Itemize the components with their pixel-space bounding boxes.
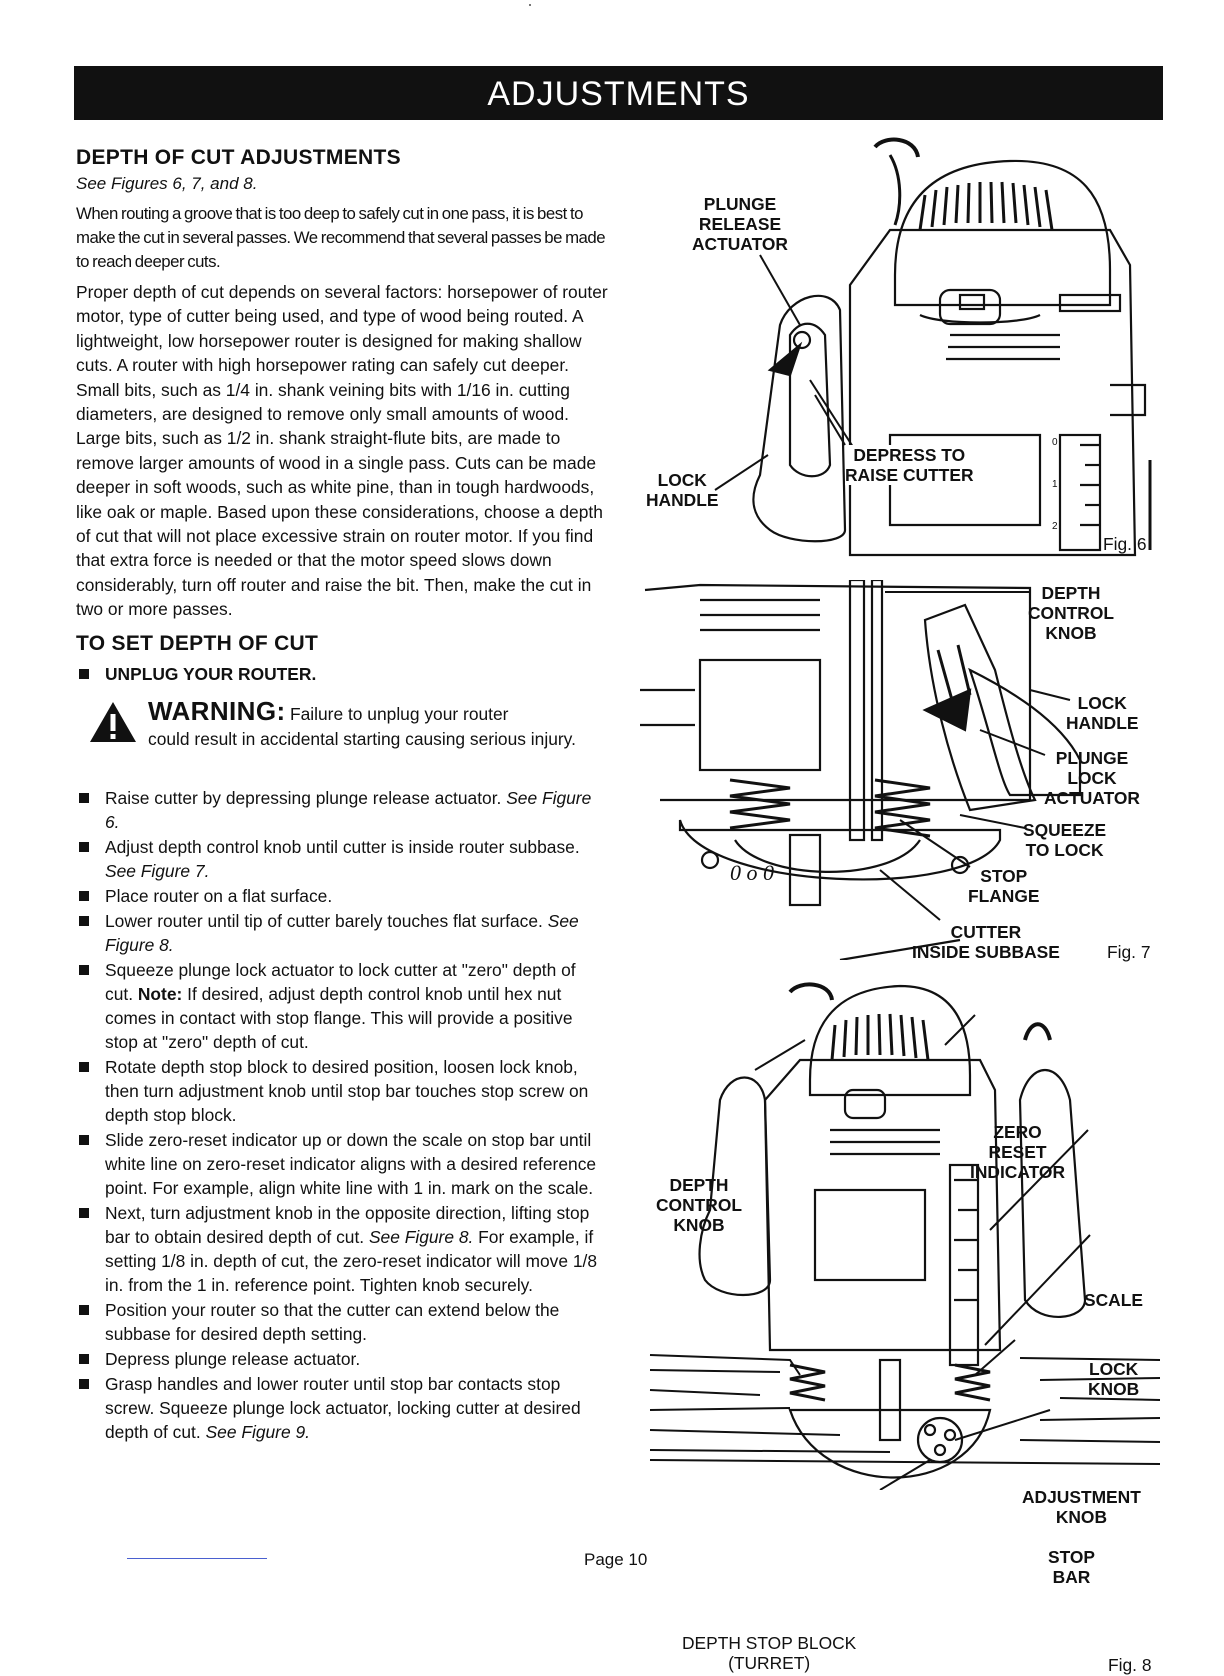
fig8-label-depth-stop-block: DEPTH STOP BLOCK (TURRET) bbox=[682, 1633, 857, 1673]
figures-reference: See Figures 6, 7, and 8. bbox=[76, 174, 258, 193]
fig7-label-lock-handle: LOCK HANDLE bbox=[1066, 693, 1139, 733]
fig8-router-drawing bbox=[649, 982, 1161, 1490]
unplug-text: UNPLUG YOUR ROUTER. bbox=[105, 663, 317, 684]
fig6-router-drawing bbox=[714, 137, 1152, 557]
fig6-scale-mark-0: 0 bbox=[1052, 437, 1058, 448]
list-item: Rotate depth stop block to desired posit… bbox=[76, 1055, 608, 1127]
fig8-label-scale: SCALE bbox=[1084, 1290, 1143, 1310]
fig7-router-drawing: 0 o 0 bbox=[640, 580, 1082, 960]
list-item: Raise cutter by depressing plunge releas… bbox=[76, 786, 608, 834]
list-item: Squeeze plunge lock actuator to lock cut… bbox=[76, 958, 608, 1054]
set-depth-heading: TO SET DEPTH OF CUT bbox=[76, 631, 319, 655]
depth-of-cut-heading: DEPTH OF CUT ADJUSTMENTS bbox=[76, 146, 401, 169]
fig8-label-depth-control-knob: DEPTH CONTROL KNOB bbox=[656, 1175, 742, 1235]
footer-rule bbox=[127, 1558, 267, 1559]
list-item: Place router on a flat surface. bbox=[76, 884, 608, 908]
fig7-label-squeeze-to-lock: SQUEEZE TO LOCK bbox=[1023, 820, 1107, 860]
fig6-label-depress-to-raise: DEPRESS TO RAISE CUTTER bbox=[845, 445, 974, 485]
steps-list: Raise cutter by depressing plunge releas… bbox=[76, 786, 608, 1444]
fig7-label-stop-flange: STOP FLANGE bbox=[968, 866, 1040, 906]
fig7-label-plunge-lock-actuator: PLUNGE LOCK ACTUATOR bbox=[1044, 748, 1140, 808]
fig8-label-adjustment-knob: ADJUSTMENT KNOB bbox=[1022, 1487, 1141, 1527]
section-banner: ADJUSTMENTS bbox=[74, 66, 1163, 120]
fig7-label-cutter-inside-subbase: CUTTER INSIDE SUBBASE bbox=[912, 922, 1060, 962]
svg-text:0 o 0: 0 o 0 bbox=[730, 860, 774, 885]
instructions-column: DEPTH OF CUT ADJUSTMENTS See Figures 6, … bbox=[76, 146, 608, 1445]
list-item: Slide zero-reset indicator up or down th… bbox=[76, 1128, 608, 1200]
fig6-scale-mark-1: 1 bbox=[1052, 479, 1058, 490]
intro-paragraph: When routing a groove that is too deep t… bbox=[76, 204, 606, 271]
fig6-scale-mark-2: 2 bbox=[1052, 521, 1058, 532]
bullet-square bbox=[79, 668, 89, 679]
warning-callout: WARNING: Failure to unplug your router c… bbox=[76, 696, 608, 772]
fig8-label-lock-knob: LOCK KNOB bbox=[1088, 1359, 1140, 1399]
list-item: Depress plunge release actuator. bbox=[76, 1347, 608, 1371]
list-item: Lower router until tip of cutter barely … bbox=[76, 909, 608, 957]
warning-text-line1: Failure to unplug your router bbox=[289, 703, 509, 724]
fig8-label-stop-bar: STOP BAR bbox=[1048, 1547, 1096, 1587]
warning-label: WARNING: bbox=[148, 695, 286, 726]
fig6-label-lock-handle: LOCK HANDLE bbox=[646, 470, 719, 510]
list-item: Adjust depth control knob until cutter i… bbox=[76, 835, 608, 883]
warning-triangle-icon bbox=[90, 701, 136, 742]
scan-speck bbox=[529, 4, 531, 6]
fig7-label-depth-control-knob: DEPTH CONTROL KNOB bbox=[1028, 583, 1114, 643]
fig6-tag: Fig. 6 bbox=[1103, 534, 1147, 554]
page-number: Page 10 bbox=[584, 1550, 648, 1569]
fig8-label-zero-reset-indicator: ZERO RESET INDICATOR bbox=[970, 1122, 1066, 1182]
warning-text-rest: could result in accidental starting caus… bbox=[148, 728, 576, 749]
factors-paragraph: Proper depth of cut depends on several f… bbox=[76, 282, 608, 620]
fig6-label-plunge-release-actuator: PLUNGE RELEASE ACTUATOR bbox=[692, 194, 788, 254]
list-item: Next, turn adjustment knob in the opposi… bbox=[76, 1201, 608, 1297]
fig7-tag: Fig. 7 bbox=[1107, 942, 1151, 962]
list-item: Position your router so that the cutter … bbox=[76, 1298, 608, 1346]
list-item: Grasp handles and lower router until sto… bbox=[76, 1372, 608, 1444]
unplug-step: UNPLUG YOUR ROUTER. bbox=[76, 662, 608, 686]
fig8-tag: Fig. 8 bbox=[1108, 1655, 1152, 1675]
